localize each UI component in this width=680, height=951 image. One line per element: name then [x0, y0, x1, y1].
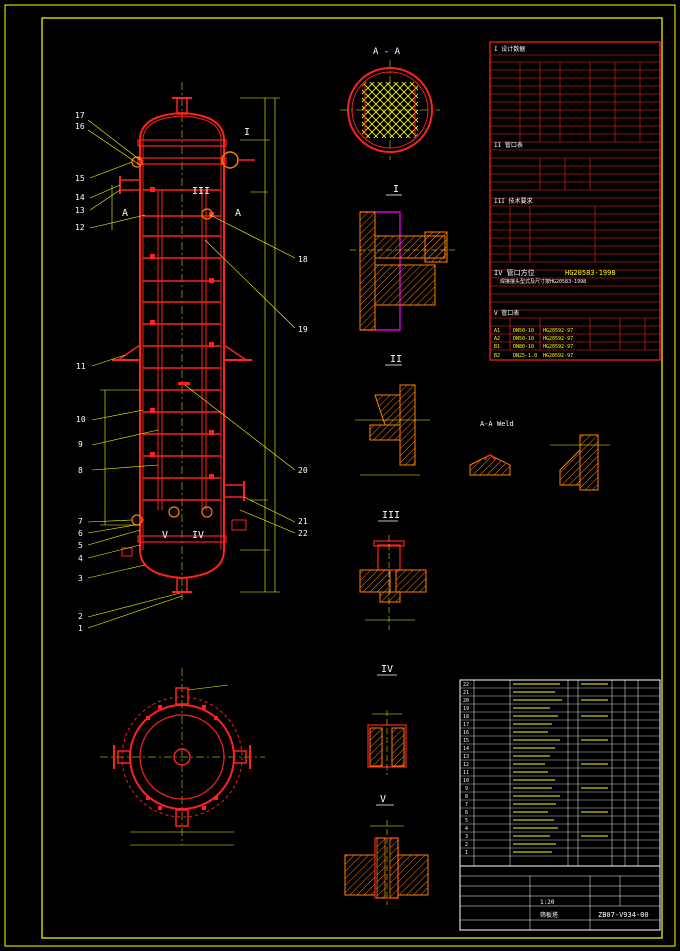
title-scale: 1:20	[540, 899, 555, 906]
spec-section-5: V 管口表	[494, 309, 519, 317]
detail-iv-title: IV	[381, 664, 393, 675]
bom-row-15: 15	[463, 738, 469, 744]
spec-table: I 设计数据 II 管口表 III 技术要求 IV 管口方位 HG20583-1…	[489, 41, 661, 361]
section-aa: A - A	[340, 47, 440, 160]
nozzle-a2-id: A2	[494, 336, 500, 342]
bom-row-21: 21	[463, 690, 469, 696]
part-1: 1	[78, 624, 83, 633]
title-name: 筛板塔	[540, 911, 558, 919]
nozzle-b1-size: DN80-10	[513, 344, 534, 350]
part-6: 6	[78, 529, 83, 538]
detail-ii: II	[355, 354, 430, 476]
detail-iii-title: III	[382, 510, 400, 521]
column-elevation	[87, 82, 296, 629]
part-7: 7	[78, 517, 83, 526]
spec-section-4-std: HG20583-1998	[565, 269, 616, 277]
mark-v: V	[162, 530, 168, 541]
bom-row-14: 14	[463, 746, 469, 752]
bom-row-10: 10	[463, 778, 469, 784]
nozzle-b1-id: B1	[494, 344, 500, 350]
bom-row-9: 9	[465, 786, 468, 792]
part-10: 10	[76, 415, 86, 424]
part-21: 21	[298, 517, 308, 526]
part-17: 17	[75, 111, 85, 120]
bom-row-8: 8	[465, 794, 468, 800]
detail-iii: III	[359, 510, 427, 630]
title-block: 1:20 ZB07-V934-00 筛板塔	[459, 865, 661, 931]
bom-row-4: 4	[465, 826, 468, 832]
part-3: 3	[78, 574, 83, 583]
nozzle-b2-std: HG20592-97	[543, 353, 573, 359]
spec-section-2: II 管口表	[494, 141, 523, 149]
detail-i: I	[350, 184, 455, 331]
weld-details: A-A Weld	[469, 420, 610, 491]
bom-row-19: 19	[463, 706, 469, 712]
bom-row-3: 3	[465, 834, 468, 840]
outer-border	[4, 4, 676, 947]
inner-border	[41, 17, 663, 939]
aa-title: A - A	[373, 47, 401, 57]
mark-iii: III	[192, 186, 210, 197]
part-2: 2	[78, 612, 83, 621]
bom-row-6: 6	[465, 810, 468, 816]
part-11: 11	[76, 362, 86, 371]
detail-iv: IV	[367, 664, 407, 775]
bom-row-17: 17	[463, 722, 469, 728]
bom-row-12: 12	[463, 762, 469, 768]
nozzle-a2-std: HG20592-97	[543, 336, 573, 342]
part-13: 13	[75, 206, 85, 215]
nozzle-a1-id: A1	[494, 328, 500, 334]
nozzle-a1-std: HG20592-97	[543, 328, 573, 334]
detail-v-title: V	[380, 794, 386, 805]
bom-row-7: 7	[465, 802, 468, 808]
bom-row-20: 20	[463, 698, 469, 704]
spec-section-1: I 设计数据	[494, 45, 525, 53]
nozzle-a2-size: DN50-10	[513, 336, 534, 342]
part-5: 5	[78, 541, 83, 550]
bom-row-22: 22	[463, 682, 469, 688]
bom-row-13: 13	[463, 754, 469, 760]
part-4: 4	[78, 554, 83, 563]
spec-section-4-sub: 焊接接头型式及尺寸按HG20583-1998	[500, 278, 586, 285]
plan-view	[100, 668, 265, 846]
part-20: 20	[298, 466, 308, 475]
spec-section-3: III 技术要求	[494, 197, 532, 205]
part-19: 19	[298, 325, 308, 334]
part-8: 8	[78, 466, 83, 475]
part-18: 18	[298, 255, 308, 264]
mark-iv: IV	[192, 530, 204, 541]
part-14: 14	[75, 193, 85, 202]
bom-row-16: 16	[463, 730, 469, 736]
bom-row-18: 18	[463, 714, 469, 720]
weld-title: A-A Weld	[480, 420, 514, 428]
part-16: 16	[75, 122, 85, 131]
part-22: 22	[298, 529, 308, 538]
spec-section-4: IV 管口方位	[494, 268, 535, 277]
bom-row-2: 2	[465, 842, 468, 848]
mark-a-right: A	[235, 208, 241, 219]
bom-row-1: 1	[465, 850, 468, 856]
detail-i-title: I	[393, 184, 399, 195]
part-12: 12	[75, 223, 85, 232]
mark-a-left: A	[122, 208, 128, 219]
detail-v: V	[344, 794, 429, 905]
part-9: 9	[78, 440, 83, 449]
nozzle-b1-std: HG20592-97	[543, 344, 573, 350]
nozzle-b2-size: DN25-1.0	[513, 353, 537, 359]
detail-ii-title: II	[390, 354, 402, 365]
title-drawing-number: ZB07-V934-00	[598, 911, 649, 919]
part-15: 15	[75, 174, 85, 183]
bom-table: 22 21 20 19 18 17 16 15 14 13 12 11 10 9…	[459, 679, 661, 867]
nozzle-a1-size: DN50-10	[513, 328, 534, 334]
nozzle-b2-id: B2	[494, 353, 500, 359]
bom-row-11: 11	[463, 770, 469, 776]
bom-row-5: 5	[465, 818, 468, 824]
mark-i: I	[244, 127, 250, 138]
